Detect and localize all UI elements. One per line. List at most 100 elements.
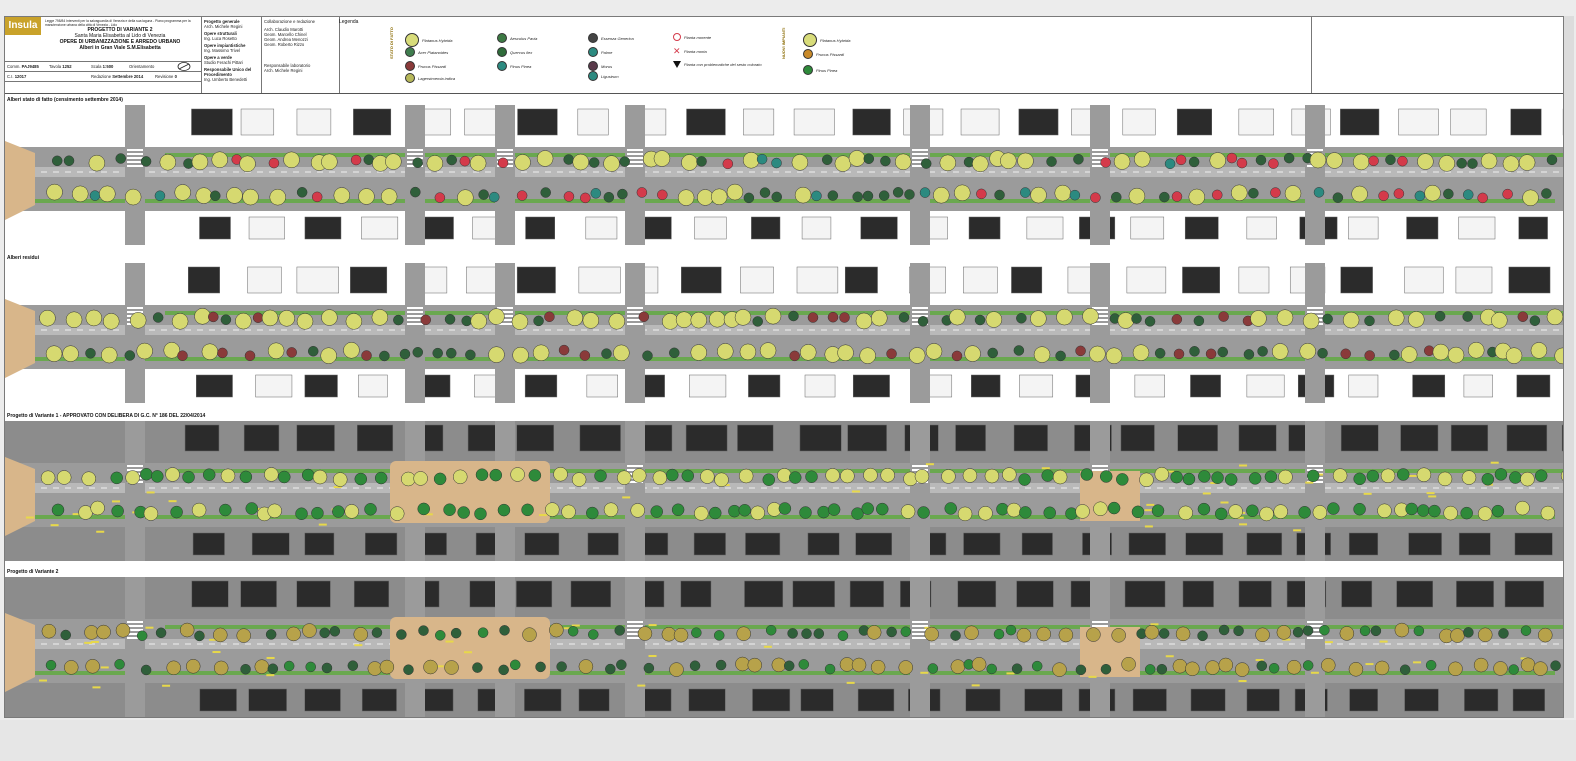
tree: [636, 187, 648, 198]
legend-item: Aesculus Pavia: [497, 33, 537, 43]
legend-symbol-icon: [588, 61, 598, 71]
tree: [1054, 184, 1071, 202]
tree: [1309, 151, 1327, 169]
tree: [549, 622, 564, 638]
vertical-scrollbar[interactable]: [1564, 16, 1574, 718]
tree: [497, 503, 511, 517]
tree: [1276, 309, 1294, 326]
crosswalk: [912, 161, 928, 163]
tree: [71, 185, 89, 203]
crosswalk: [497, 307, 513, 309]
tree: [374, 471, 388, 485]
tree: [1159, 191, 1170, 203]
tree: [957, 506, 973, 522]
yellow-marking: [266, 656, 275, 659]
yellow-marking: [1150, 623, 1159, 626]
tree: [267, 342, 285, 360]
tree: [675, 311, 693, 328]
tree: [475, 468, 489, 481]
tree: [759, 187, 771, 198]
tree: [286, 347, 297, 358]
tree: [631, 468, 647, 483]
tree: [1340, 348, 1351, 360]
tree: [1327, 502, 1340, 515]
tree: [1218, 657, 1234, 673]
tree: [56, 470, 72, 485]
tree: [220, 314, 232, 325]
building: [1398, 108, 1439, 136]
tree: [590, 188, 602, 199]
section-title: Progetto di Variante 1 - APPROVATO CON D…: [7, 413, 206, 419]
tree: [208, 311, 219, 323]
building: [1404, 688, 1439, 712]
tree: [545, 502, 560, 517]
tree: [418, 625, 429, 636]
building: [525, 216, 555, 240]
yellow-marking: [1202, 492, 1211, 495]
tree: [1116, 473, 1129, 486]
tree: [380, 188, 398, 205]
tree: [261, 309, 279, 327]
building: [748, 374, 781, 398]
tree: [1198, 470, 1211, 483]
tree: [1493, 661, 1508, 676]
tree: [1189, 346, 1200, 357]
tree: [1283, 152, 1295, 164]
crosswalk: [627, 633, 643, 635]
tree: [1273, 504, 1288, 519]
crosswalk: [1307, 465, 1323, 467]
tree: [1494, 468, 1508, 481]
building: [240, 580, 277, 608]
crosswalk: [407, 315, 423, 317]
building: [852, 374, 890, 398]
tree: [307, 345, 319, 357]
tree: [1233, 625, 1244, 637]
tree: [535, 661, 546, 673]
yellow-marking: [111, 500, 120, 503]
crosswalk: [127, 465, 143, 467]
tree: [638, 311, 650, 323]
building: [1458, 216, 1496, 240]
crosswalk: [127, 621, 143, 623]
tree: [762, 473, 776, 486]
crosswalk: [127, 625, 143, 627]
cross-street: [125, 421, 145, 561]
tree: [669, 347, 680, 359]
tree: [62, 345, 79, 362]
tree: [51, 503, 65, 517]
building: [1184, 216, 1219, 240]
tree: [1517, 311, 1529, 322]
tree: [522, 627, 537, 642]
tree: [1520, 625, 1532, 636]
tree: [444, 660, 459, 675]
yellow-marking: [563, 627, 572, 630]
tree: [1502, 188, 1513, 200]
building: [1246, 688, 1280, 712]
tree: [827, 311, 839, 323]
tree: [1117, 312, 1135, 329]
tree: [319, 627, 330, 639]
legend-item: Platanus Hybrida: [803, 33, 850, 47]
cross-street: [495, 105, 515, 245]
tree: [459, 155, 471, 167]
tree: [399, 348, 411, 360]
building: [1024, 688, 1063, 712]
tree: [886, 626, 897, 638]
tree: [1396, 468, 1410, 481]
building: [1456, 580, 1494, 608]
building: [1561, 424, 1563, 452]
building: [304, 688, 341, 712]
building: [852, 108, 891, 136]
tree: [1236, 157, 1248, 169]
building: [578, 688, 610, 712]
tree: [1502, 155, 1520, 173]
building: [801, 216, 832, 240]
tree: [954, 184, 971, 202]
tree: [444, 314, 456, 325]
tree: [252, 312, 264, 323]
tree: [1193, 315, 1205, 327]
building: [1013, 424, 1048, 452]
yellow-marking: [925, 463, 934, 466]
tree: [1107, 501, 1121, 515]
tree: [283, 660, 295, 672]
